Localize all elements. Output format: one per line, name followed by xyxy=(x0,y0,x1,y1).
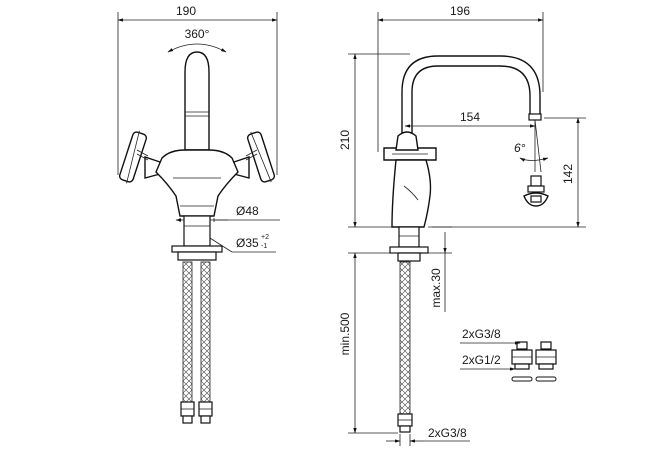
deck-thickness-dimension: max.30 xyxy=(428,226,452,312)
aerator-symbol xyxy=(523,175,549,207)
adapter-inlet-label: 2xG1/2 xyxy=(462,353,501,367)
front-view: 190 360° xyxy=(117,4,280,424)
front-right-handle xyxy=(233,131,276,183)
side-handle xyxy=(383,131,437,161)
side-height-label: 210 xyxy=(338,130,352,150)
adapter-set xyxy=(511,341,557,382)
side-height-dimension: 210 xyxy=(338,53,410,228)
front-body xyxy=(155,149,239,217)
adapter-outlet-dimension: 2xG3/8 xyxy=(460,327,521,345)
rotation-label: 360° xyxy=(185,27,210,41)
body-diameter-label: Ø48 xyxy=(236,204,259,218)
rotation-indicator: 360° xyxy=(167,27,227,53)
hole-tolerance-minus: -1 xyxy=(261,243,267,250)
front-width-dimension: 190 xyxy=(117,4,278,175)
front-left-handle xyxy=(118,130,161,184)
adapter-inlet-dimension: 2xG1/2 xyxy=(460,353,516,371)
front-spout xyxy=(184,51,210,151)
side-width-dimension: 196 xyxy=(377,4,544,152)
side-body xyxy=(391,159,432,228)
side-view: 196 210 154 6° xyxy=(338,4,586,446)
side-hose xyxy=(397,261,413,433)
spray-angle: 6° xyxy=(514,119,549,173)
side-spout xyxy=(401,55,542,147)
spout-height-dimension: 142 xyxy=(432,117,586,228)
hose-length-dimension: min.500 xyxy=(338,252,398,434)
hose-length-label: min.500 xyxy=(338,312,352,355)
hose-thread-label: 2xG3/8 xyxy=(428,426,467,440)
reach-dimension: 154 xyxy=(404,110,536,128)
front-hoses xyxy=(180,261,213,424)
hole-diameter-dimension: Ø35 +2 -1 xyxy=(201,232,276,253)
hole-diameter-label: Ø35 xyxy=(236,236,259,250)
hose-thread-dimension: 2xG3/8 xyxy=(386,426,470,446)
adapter-outlet-label: 2xG3/8 xyxy=(462,327,501,341)
hole-tolerance-plus: +2 xyxy=(261,234,269,241)
spout-height-label: 142 xyxy=(561,164,575,184)
reach-label: 154 xyxy=(460,110,480,124)
front-width-label: 190 xyxy=(176,4,196,18)
spray-angle-label: 6° xyxy=(514,141,526,155)
deck-thickness-label: max.30 xyxy=(429,268,443,308)
side-shank xyxy=(389,226,429,262)
front-shank xyxy=(171,215,223,261)
side-width-label: 196 xyxy=(450,4,470,18)
